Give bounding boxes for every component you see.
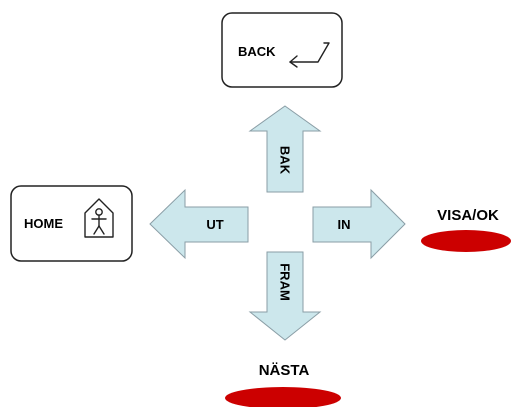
nasta-label: NÄSTA	[259, 362, 310, 379]
arrow-down-label: FRAM	[278, 263, 293, 301]
visa-ok-button[interactable]: VISA/OK	[421, 207, 511, 252]
arrow-down-shape	[248, 251, 322, 341]
arrow-up-shape	[248, 105, 322, 193]
arrow-right-label: IN	[338, 217, 351, 232]
arrow-left-ut[interactable]: UT	[149, 188, 249, 260]
back-button-label: BACK	[238, 44, 276, 59]
nasta-button[interactable]: NÄSTA	[225, 362, 341, 407]
back-button[interactable]: BACK	[221, 12, 343, 88]
nasta-oval	[225, 387, 341, 407]
visa-ok-label: VISA/OK	[437, 207, 499, 224]
arrow-down-fram[interactable]: FRAM	[248, 251, 322, 341]
home-button-frame	[10, 185, 133, 262]
arrow-left-shape	[149, 188, 249, 260]
arrow-right-shape	[312, 188, 406, 260]
house-person-icon	[84, 198, 114, 238]
home-button[interactable]: HOME	[10, 185, 133, 262]
arrow-right-in[interactable]: IN	[312, 188, 406, 260]
return-arrow-icon	[289, 42, 330, 68]
arrow-left-label: UT	[206, 217, 223, 232]
arrow-up-label: BAK	[278, 146, 293, 175]
back-button-frame	[221, 12, 343, 88]
home-button-label: HOME	[24, 216, 63, 231]
arrow-up-bak[interactable]: BAK	[248, 105, 322, 193]
visa-ok-oval	[421, 230, 511, 252]
